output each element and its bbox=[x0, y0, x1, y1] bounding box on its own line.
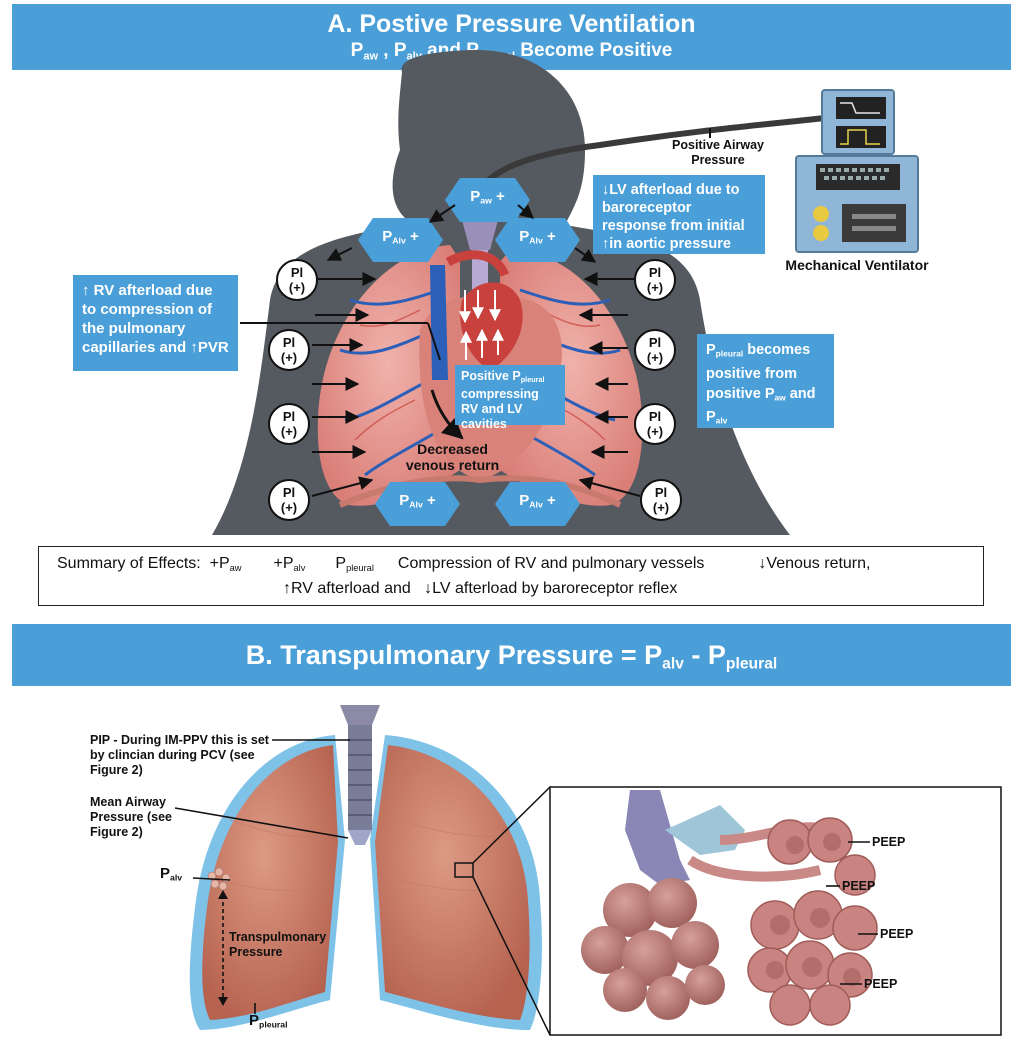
panel-b-banner: B. Transpulmonary Pressure = Palv - Pple… bbox=[12, 624, 1011, 686]
transpulmonary-label: Transpulmonary Pressure bbox=[229, 930, 327, 959]
palv-label: Palv bbox=[160, 865, 183, 883]
pleural-pressure-circle: Pl(+) bbox=[276, 259, 318, 301]
mechanical-ventilator-label: Mechanical Ventilator bbox=[785, 257, 929, 273]
lungs-panel-b bbox=[189, 705, 551, 1036]
peep-label: PEEP bbox=[880, 927, 914, 941]
mean-airway-label: Mean Airway Pressure (see Figure 2) bbox=[90, 795, 173, 839]
panel-a-title: A. Postive Pressure Ventilation bbox=[327, 10, 696, 38]
hex-palv-label-bottom-right: PAlv + bbox=[519, 492, 556, 510]
hexagons bbox=[358, 178, 580, 526]
hex-paw bbox=[445, 178, 530, 222]
pleural-pressure-circle: Pl(+) bbox=[268, 403, 310, 445]
summary-line-2: ↑RV afterload and ↓LV afterload by baror… bbox=[283, 580, 678, 597]
decreased-venous-label: Decreased venous return bbox=[405, 441, 500, 473]
hex-palv-label-right: PAlv + bbox=[519, 228, 556, 246]
ppleural-label: Ppleural bbox=[249, 1012, 288, 1030]
rv-afterload-box: ↑ RV afterload due to compression of the… bbox=[73, 275, 238, 371]
pip-label: PIP - During IM-PPV this is set by clinc… bbox=[90, 733, 269, 777]
hex-palv-label-left: PAlv + bbox=[382, 228, 419, 246]
ventilator-tube bbox=[475, 115, 826, 201]
hex-palv-label-bottom-left: PAlv + bbox=[399, 492, 436, 510]
pleural-pressure-circle: Pl(+) bbox=[634, 259, 676, 301]
pleural-pressure-circle: Pl(+) bbox=[268, 329, 310, 371]
hex-paw-label: Paw + bbox=[470, 188, 505, 206]
lv-afterload-box: ↓LV afterload due to baroreceptor respon… bbox=[593, 175, 765, 254]
pleural-pressure-circle: Pl(+) bbox=[640, 479, 682, 521]
peep-label: PEEP bbox=[864, 977, 898, 991]
pressure-arrows bbox=[311, 204, 641, 497]
pleural-pressure-circle: Pl(+) bbox=[268, 479, 310, 521]
pleural-becomes-box: Ppleural becomes positive from positive … bbox=[697, 334, 834, 428]
positive-airway-label: Positive Airway Pressure bbox=[672, 138, 764, 167]
pleural-pressure-circle: Pl(+) bbox=[634, 329, 676, 371]
peep-label: PEEP bbox=[842, 879, 876, 893]
positive-pleural-box: Positive Ppleural compressing RV and LV … bbox=[455, 365, 565, 431]
mechanical-ventilator bbox=[795, 89, 919, 253]
pleural-pressure-circle: Pl(+) bbox=[634, 403, 676, 445]
alveoli-zoom-panel bbox=[549, 786, 1002, 1036]
peep-label: PEEP bbox=[872, 835, 906, 849]
